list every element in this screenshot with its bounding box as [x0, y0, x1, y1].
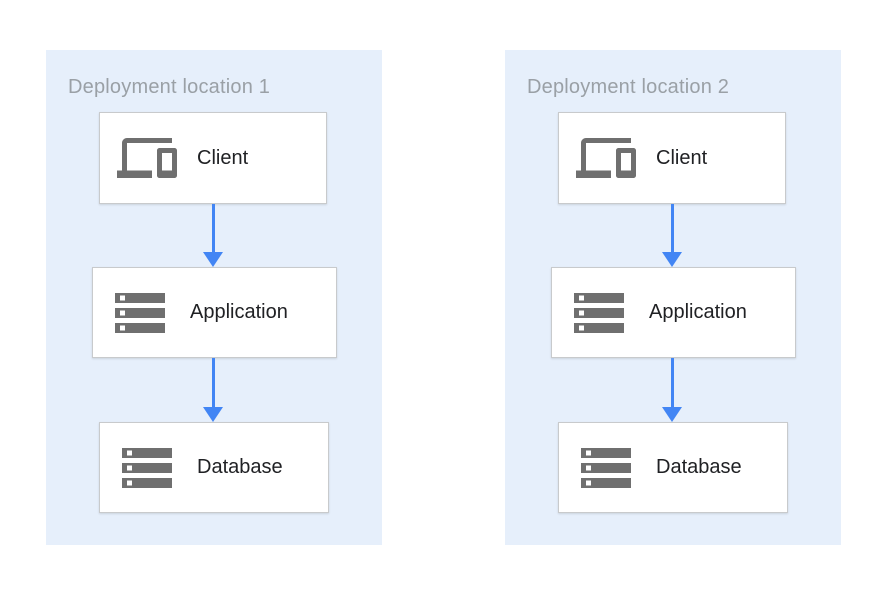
- client-node: Client: [558, 112, 786, 204]
- application-node-label: Application: [190, 301, 288, 323]
- deployment-panel-1: Deployment location 1 Client Application: [46, 50, 382, 545]
- database-node: Database: [99, 422, 329, 513]
- application-node: Application: [92, 267, 337, 358]
- arrow-application-to-database: [662, 358, 682, 422]
- arrow-head: [662, 407, 682, 422]
- arrow-line: [211, 358, 215, 409]
- devices-icon: [117, 128, 177, 188]
- arrow-application-to-database: [203, 358, 223, 422]
- database-node-label: Database: [197, 456, 283, 478]
- arrow-line: [211, 204, 215, 254]
- panel-title: Deployment location 2: [527, 76, 730, 98]
- arrow-line: [670, 358, 674, 409]
- application-node: Application: [551, 267, 796, 358]
- server-stack-icon: [117, 438, 177, 498]
- database-node-label: Database: [656, 456, 742, 478]
- server-stack-icon: [569, 283, 629, 343]
- server-stack-icon: [110, 283, 170, 343]
- client-node-label: Client: [656, 146, 708, 169]
- arrow-client-to-application: [203, 204, 223, 267]
- panel-title: Deployment location 1: [68, 76, 271, 98]
- server-stack-icon: [576, 438, 636, 498]
- deployment-panel-2: Deployment location 2 Client Application: [505, 50, 841, 545]
- arrow-line: [670, 204, 674, 254]
- database-node: Database: [558, 422, 788, 513]
- application-node-label: Application: [649, 301, 747, 323]
- arrow-client-to-application: [662, 204, 682, 267]
- arrow-head: [203, 407, 223, 422]
- arrow-head: [662, 252, 682, 267]
- devices-icon: [576, 128, 636, 188]
- arrow-head: [203, 252, 223, 267]
- client-node: Client: [99, 112, 327, 204]
- client-node-label: Client: [197, 146, 249, 169]
